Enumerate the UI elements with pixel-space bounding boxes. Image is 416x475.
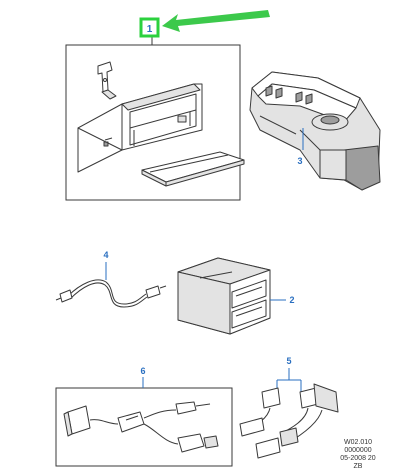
- part-1-group[interactable]: 1: [65, 26, 245, 201]
- reference-line-4: ZB: [354, 463, 363, 470]
- highlighted-callout: 1: [147, 24, 153, 35]
- green-arrow-icon: [162, 10, 270, 32]
- part-4-callout: 4: [103, 250, 108, 260]
- part-1-frame: [65, 44, 241, 201]
- part-2-housing[interactable]: [177, 257, 271, 335]
- mounting-bracket: [97, 61, 117, 100]
- part-6-cable[interactable]: [63, 401, 219, 453]
- part-6-callout: 6: [140, 366, 145, 376]
- reference-line-1: W02.010: [344, 439, 372, 446]
- green-highlight-box-icon: [139, 17, 160, 38]
- reference-line-3: 05-2008 20: [340, 455, 376, 462]
- reference-line-2: 0000000: [344, 447, 371, 454]
- part-6-frame: [55, 387, 233, 467]
- slide-tray: [141, 151, 245, 187]
- part-4-cable[interactable]: [55, 279, 167, 308]
- part-5-harness[interactable]: [239, 383, 339, 459]
- fascia-bezel: [77, 83, 203, 173]
- part-3-callout: 3: [297, 156, 302, 166]
- part-5-callout: 5: [286, 356, 291, 366]
- reference-code: W02.010 0000000 05-2008 20 ZB: [340, 439, 376, 470]
- part-2-callout: 2: [289, 295, 294, 305]
- part-3-cradle[interactable]: [249, 71, 381, 191]
